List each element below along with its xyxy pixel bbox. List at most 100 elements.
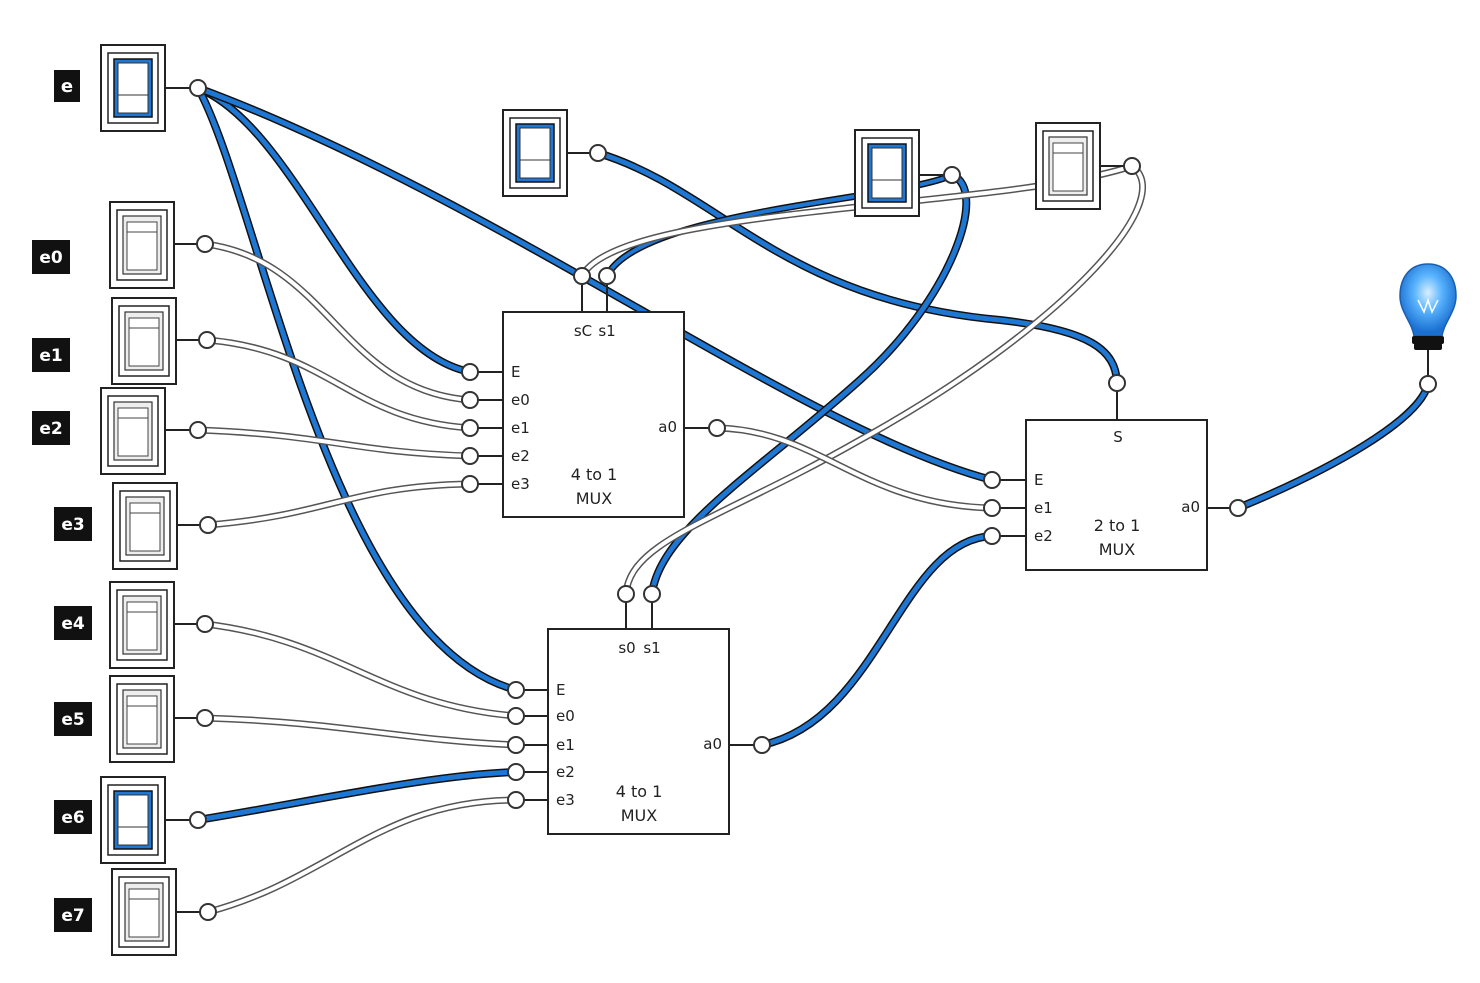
switch-e0[interactable]: [109, 201, 214, 289]
on-wires: [194, 84, 1432, 824]
wire-topb-to-mux2-s1: [648, 171, 971, 598]
mux3-e1-label: e1: [1034, 499, 1053, 517]
mux3-E-label: E: [1034, 471, 1043, 489]
wire-e4-to-mux2-e0: [201, 620, 520, 720]
switch-e5-terminal[interactable]: [196, 709, 214, 727]
switch-e4[interactable]: [109, 581, 214, 669]
wire-e2-to-mux1-e2: [194, 426, 474, 460]
switch-select-c[interactable]: [1035, 122, 1141, 210]
wire-e1-to-mux1-e1: [203, 336, 474, 432]
switch-e3[interactable]: [112, 482, 217, 570]
mux1-e2-label: e2: [511, 447, 530, 465]
mux3-e2-label: e2: [1034, 527, 1053, 545]
mux1-s0-label: sC: [574, 322, 592, 340]
mux3-a0-label: a0: [1181, 498, 1200, 516]
label-e3: e3: [54, 507, 92, 541]
wire-topa-to-mux3-S: [594, 149, 1121, 387]
mux3-title-line1: 2 to 1: [1094, 516, 1141, 535]
mux1-e1-terminal[interactable]: [461, 419, 479, 437]
switch-e7[interactable]: [111, 868, 217, 956]
label-e4-text: e4: [61, 614, 85, 634]
label-e1: e1: [32, 338, 70, 372]
label-e4: e4: [54, 606, 92, 640]
mux2-e3-terminal[interactable]: [507, 791, 525, 809]
switch-e1[interactable]: [111, 297, 216, 385]
label-e6: e6: [54, 800, 92, 834]
mux2-title-line2: MUX: [621, 806, 658, 825]
mux2-e3-label: e3: [556, 791, 575, 809]
mux2-e0-terminal[interactable]: [507, 707, 525, 725]
switch-select-b-terminal[interactable]: [943, 166, 961, 184]
wire-e5-to-mux2-e1: [201, 714, 520, 749]
label-e2: e2: [32, 411, 70, 445]
switch-select-c-terminal[interactable]: [1123, 157, 1141, 175]
label-e1-text: e1: [39, 346, 62, 366]
mux1-a0-label: a0: [658, 418, 677, 436]
bulb-icon[interactable]: [1399, 263, 1457, 393]
mux2-s0-label: s0: [618, 639, 635, 657]
wire-e3-to-mux1-e3: [204, 480, 474, 529]
mux1-E-label: E: [511, 363, 520, 381]
mux1-a0-terminal[interactable]: [708, 419, 726, 437]
mux1-s1-terminal[interactable]: [598, 267, 616, 285]
mux3-title-line2: MUX: [1099, 540, 1136, 559]
switch-e2[interactable]: [100, 387, 207, 475]
switch-e6[interactable]: [100, 776, 207, 864]
mux2-E-label: E: [556, 681, 565, 699]
mux1-e3-terminal[interactable]: [461, 475, 479, 493]
switch-e-terminal[interactable]: [189, 79, 207, 97]
mux1-s1-label: s1: [598, 322, 615, 340]
mux1-e1-label: e1: [511, 419, 530, 437]
mux2-e2-terminal[interactable]: [507, 763, 525, 781]
wire-mux2-a0-to-mux3-e2: [758, 532, 996, 749]
mux2-s0-terminal[interactable]: [617, 585, 635, 603]
mux1-s0-terminal[interactable]: [573, 267, 591, 285]
label-e5: e5: [54, 702, 92, 736]
mux1[interactable]: sC s1 E e0 e1 e2 e3 a0 4 to 1 MUX: [461, 267, 726, 518]
label-e3-text: e3: [61, 515, 84, 535]
switch-e5[interactable]: [109, 675, 214, 763]
switch-e1-terminal[interactable]: [198, 331, 216, 349]
mux3-S-terminal[interactable]: [1108, 374, 1126, 392]
switch-e6-terminal[interactable]: [189, 811, 207, 829]
switch-e4-terminal[interactable]: [196, 615, 214, 633]
switch-e[interactable]: [100, 44, 207, 132]
switch-e3-terminal[interactable]: [199, 516, 217, 534]
label-e7: e7: [54, 898, 92, 932]
wire-e7-to-mux2-e3: [204, 796, 520, 916]
wire-e-to-mux2-E: [194, 84, 520, 694]
wire-mux1-a0-to-mux3-e1: [713, 424, 996, 512]
switch-e2-terminal[interactable]: [189, 421, 207, 439]
mux1-e0-terminal[interactable]: [461, 391, 479, 409]
switch-select-b[interactable]: [854, 129, 961, 217]
mux2-e1-terminal[interactable]: [507, 736, 525, 754]
mux2-e1-label: e1: [556, 736, 575, 754]
switch-e7-terminal[interactable]: [199, 903, 217, 921]
switch-e0-terminal[interactable]: [196, 235, 214, 253]
wire-mux3-a0-to-bulb: [1234, 380, 1432, 512]
mux2-a0-label: a0: [703, 735, 722, 753]
mux1-E-terminal[interactable]: [461, 363, 479, 381]
mux2[interactable]: s0 s1 E e0 e1 e2 e3 a0 4 to 1 MUX: [507, 585, 771, 835]
mux2-s1-terminal[interactable]: [643, 585, 661, 603]
mux3[interactable]: S E e1 e2 a0 2 to 1 MUX: [983, 374, 1247, 571]
wire-topb-to-mux1-s1: [603, 171, 956, 280]
mux1-e0-label: e0: [511, 391, 530, 409]
mux2-E-terminal[interactable]: [507, 681, 525, 699]
mux3-e1-terminal[interactable]: [983, 499, 1001, 517]
mux2-e2-label: e2: [556, 763, 575, 781]
label-e5-text: e5: [61, 710, 84, 730]
bulb-terminal[interactable]: [1419, 375, 1437, 393]
switch-select-a[interactable]: [502, 109, 607, 197]
off-wires: [194, 162, 1146, 916]
mux3-a0-terminal[interactable]: [1229, 499, 1247, 517]
switch-select-a-terminal[interactable]: [589, 144, 607, 162]
mux3-E-terminal[interactable]: [983, 471, 1001, 489]
mux3-e2-terminal[interactable]: [983, 527, 1001, 545]
mux1-e2-terminal[interactable]: [461, 447, 479, 465]
mux2-title-line1: 4 to 1: [616, 782, 663, 801]
mux2-a0-terminal[interactable]: [753, 736, 771, 754]
mux1-title-line1: 4 to 1: [571, 465, 618, 484]
wire-e-to-mux3-E: [194, 84, 996, 484]
